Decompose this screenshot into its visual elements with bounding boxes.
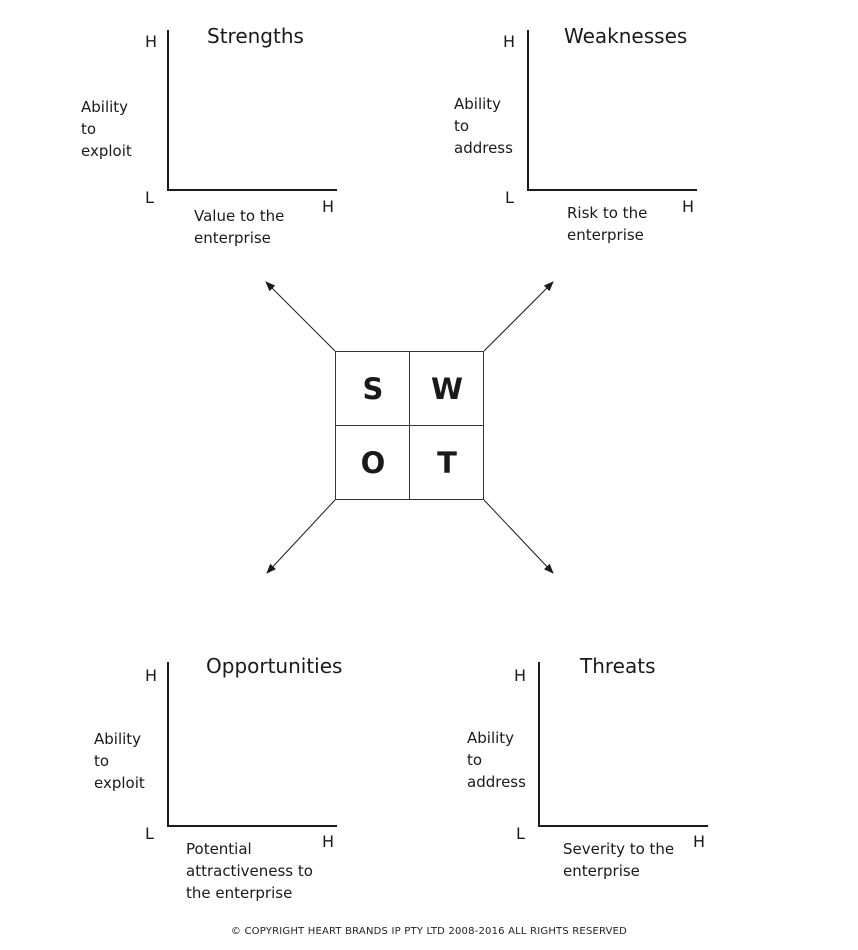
copyright-notice: © COPYRIGHT HEART BRANDS IP PTY LTD 2008…: [230, 926, 628, 937]
weaknesses-title: Weaknesses: [564, 24, 688, 48]
strengths-x-label: Value to the enterprise: [194, 207, 285, 247]
weaknesses-x-high-mark: H: [682, 197, 695, 216]
threats-x-high-mark: H: [693, 832, 706, 851]
threats-y-label: Ability to address: [467, 729, 526, 791]
swot-cell-o: O: [360, 446, 386, 480]
threats-y-high-mark: H: [514, 666, 527, 685]
weaknesses-x-label: Risk to the enterprise: [567, 204, 648, 244]
swot-grid: S W O T: [335, 351, 484, 500]
strengths-y-low-mark: L: [145, 188, 154, 207]
arrow-to-opportunities: [266, 499, 336, 574]
arrow-to-threats: [483, 499, 554, 574]
opportunities-y-axis: [167, 662, 169, 827]
opportunities-x-label: Potential attractiveness to the enterpri…: [186, 840, 313, 902]
weaknesses-x-axis: [527, 189, 697, 191]
strengths-x-axis: [167, 189, 337, 191]
opportunities-y-high-mark: H: [145, 666, 158, 685]
threats-x-label: Severity to the enterprise: [563, 840, 675, 880]
opportunities-x-high-mark: H: [322, 832, 335, 851]
strengths-x-high-mark: H: [322, 197, 335, 216]
opportunities-x-axis: [167, 825, 337, 827]
strengths-y-label: Ability to exploit: [81, 98, 132, 160]
swot-cell-t: T: [437, 446, 457, 480]
opportunities-title: Opportunities: [206, 654, 343, 678]
grid-divider-horizontal: [336, 425, 483, 426]
strengths-y-high-mark: H: [145, 32, 158, 51]
weaknesses-y-axis: [527, 30, 529, 191]
strengths-y-axis: [167, 30, 169, 191]
threats-title: Threats: [580, 654, 656, 678]
swot-cell-w: W: [431, 372, 463, 406]
arrow-to-weaknesses: [483, 281, 554, 352]
opportunities-y-low-mark: L: [145, 824, 154, 843]
threats-y-low-mark: L: [516, 824, 525, 843]
swot-cell-s: S: [362, 372, 384, 406]
threats-y-axis: [538, 662, 540, 827]
weaknesses-y-label: Ability to address: [454, 95, 513, 157]
opportunities-y-label: Ability to exploit: [94, 730, 145, 792]
strengths-title: Strengths: [207, 24, 304, 48]
threats-x-axis: [538, 825, 708, 827]
weaknesses-y-low-mark: L: [505, 188, 514, 207]
weaknesses-y-high-mark: H: [503, 32, 516, 51]
arrow-to-strengths: [265, 281, 336, 352]
